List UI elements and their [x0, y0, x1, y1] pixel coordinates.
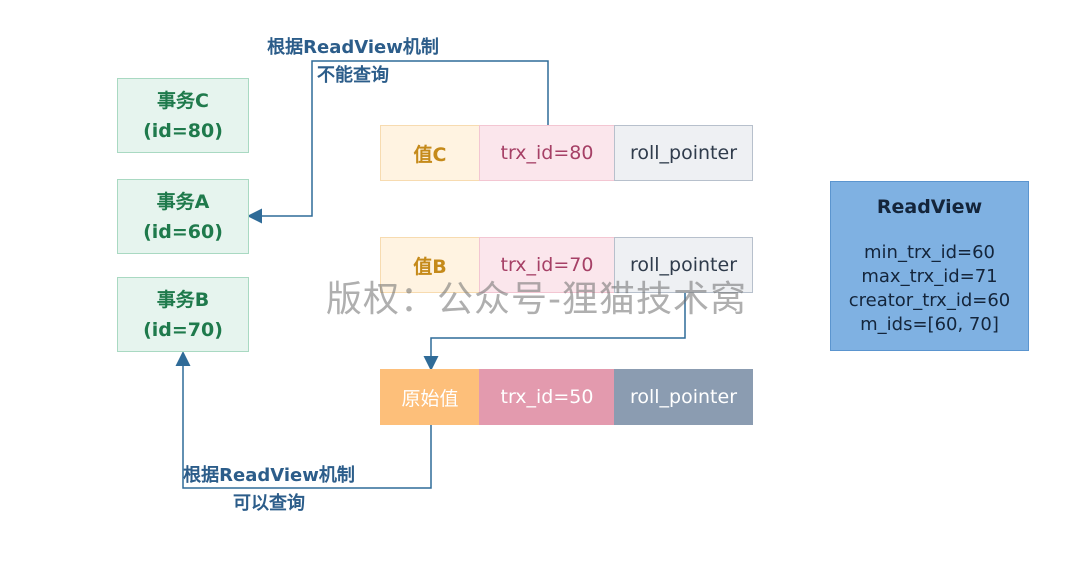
note-cannot-query-line1: 根据ReadView机制: [267, 37, 439, 58]
transaction-a-id: (id=60): [143, 220, 223, 243]
transaction-c-id: (id=80): [143, 119, 223, 142]
transaction-b-name: 事务B: [156, 288, 210, 311]
readview-title: ReadView: [876, 196, 983, 218]
transaction-b: 事务B (id=70): [117, 277, 249, 352]
note-cannot-query-line2: 不能查询: [317, 65, 389, 86]
note-can-query-line1: 根据ReadView机制: [183, 465, 355, 486]
readview-box: ReadView min_trx_id=60 max_trx_id=71 cre…: [830, 181, 1029, 351]
readview-m-ids: m_ids=[60, 70]: [860, 314, 999, 335]
arrow-b-roll-to-original: [423, 292, 686, 371]
version-c-value: 值C: [380, 125, 480, 181]
version-c-trx-id: trx_id=80: [479, 125, 615, 181]
arrow-valc-to-transaction-a: [247, 60, 549, 224]
note-cannot-query: 根据ReadView机制 不能查询: [262, 34, 444, 90]
transaction-a: 事务A (id=60): [117, 179, 249, 254]
readview-creator-trx-id: creator_trx_id=60: [848, 290, 1011, 311]
note-can-query: 根据ReadView机制 可以查询: [178, 462, 360, 518]
readview-min-trx-id: min_trx_id=60: [864, 242, 995, 263]
version-b-roll-pointer: roll_pointer: [614, 237, 753, 293]
transaction-c: 事务C (id=80): [117, 78, 249, 153]
transaction-c-name: 事务C: [157, 89, 209, 112]
original-roll-pointer: roll_pointer: [614, 369, 753, 425]
version-c-roll-pointer: roll_pointer: [614, 125, 753, 181]
arrow-original-to-transaction-b: [175, 351, 432, 489]
transaction-a-name: 事务A: [156, 190, 210, 213]
copyright-watermark: 版权：公众号-狸猫技术窝: [326, 279, 747, 320]
original-trx-id: trx_id=50: [479, 369, 615, 425]
note-can-query-line2: 可以查询: [233, 493, 305, 514]
readview-max-trx-id: max_trx_id=71: [861, 266, 998, 287]
original-value: 原始值: [380, 369, 480, 425]
transaction-b-id: (id=70): [143, 318, 223, 341]
version-b-value: 值B: [380, 237, 480, 293]
